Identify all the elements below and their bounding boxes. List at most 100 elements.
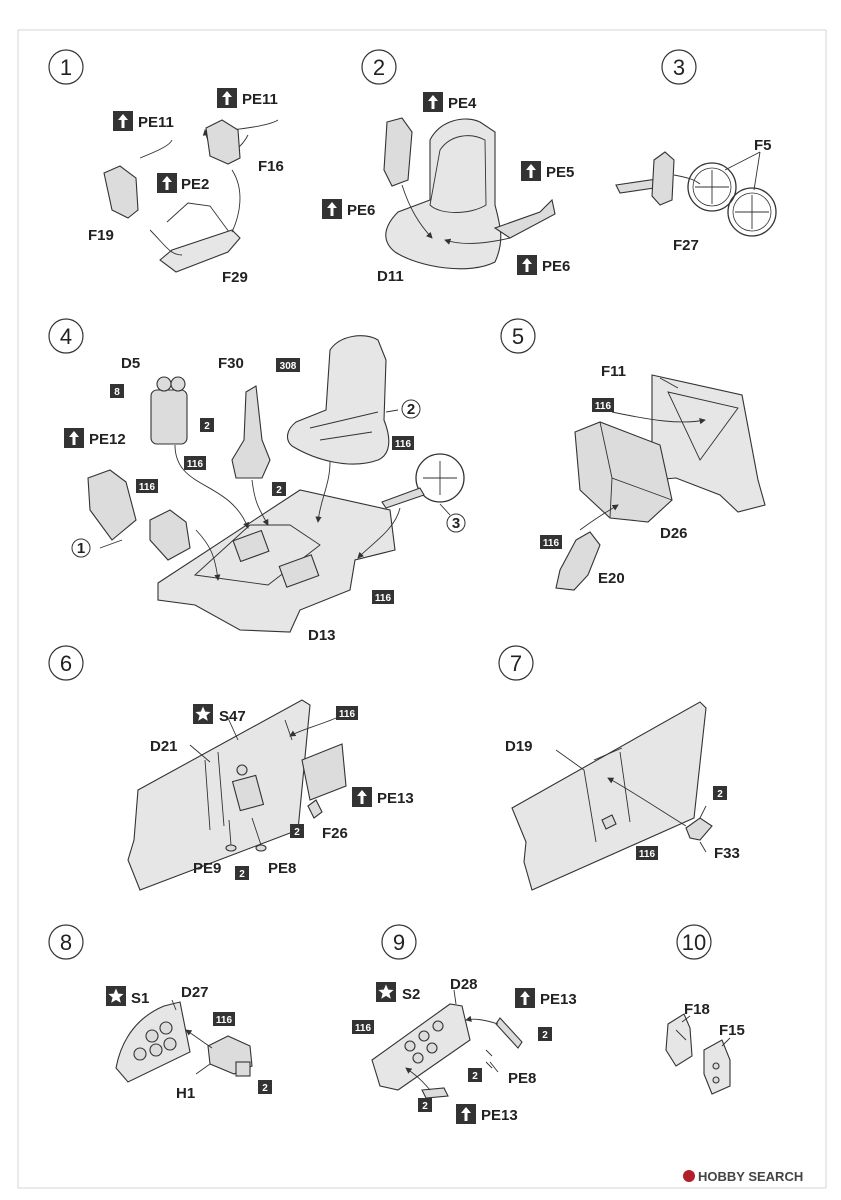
step-number-circle [381,924,417,960]
pe8-detail [485,1049,493,1069]
seat-back-inner [429,135,487,213]
paint-badge [392,436,414,450]
f26-knob [307,799,323,819]
photo-etch-icon [521,161,541,181]
f19-cushion [103,165,139,219]
label-f19: F19 [88,227,114,244]
label-pe11: PE11 [242,91,278,108]
label-d5: D5 [121,355,140,372]
badge-116: 116 [339,709,356,720]
arrow [405,1067,431,1091]
label-d19: D19 [505,738,533,755]
badge-308: 308 [280,361,297,372]
label-pe2: PE2 [181,176,209,193]
label-f16: F16 [258,158,284,175]
ref-step-1: 1 [77,540,85,557]
step-number: 6 [60,651,72,676]
label-d21: D21 [150,738,178,755]
seat-belts [309,411,379,441]
floor-center-panel [193,524,321,586]
step-1: 1 PE11 PE11 PE2 F16 F19 F29 [48,49,284,286]
label-f15: F15 [719,1022,745,1039]
photo-etch-icon [157,173,177,193]
label-f33: F33 [714,845,740,862]
step-number: 2 [373,55,385,80]
leader-line [453,989,499,1073]
paint-badge [235,866,249,880]
badge-116: 116 [375,593,392,604]
paint-badge [213,1012,235,1026]
step-number: 4 [60,324,72,349]
photo-etch-icon [423,92,443,112]
step-number-circle [361,49,397,85]
label-f26: F26 [322,825,348,842]
paint-badge [713,786,727,800]
label-pe13: PE13 [377,790,414,807]
step-number-circle [48,318,84,354]
step-number: 1 [60,55,72,80]
leader-line [673,174,701,185]
badge-8: 8 [114,387,120,398]
step-number-circle [500,318,536,354]
step-5: 5 F11 D26 E20 116 116 [500,318,766,591]
badge-116: 116 [355,1023,372,1034]
paint-badge [538,1027,552,1041]
ref-circle [446,513,466,533]
label-d27: D27 [181,984,209,1001]
label-e20: E20 [598,570,625,587]
step-number-circle [498,645,534,681]
label-f29: F29 [222,269,248,286]
photo-etch-icon [217,88,237,108]
rudder-pedal [87,469,137,541]
arrow [611,411,706,425]
label-h1: H1 [176,1085,195,1102]
step-number-circle [48,924,84,960]
panel-detail [583,747,631,843]
label-pe5: PE5 [546,164,574,181]
label-d26: D26 [660,525,688,542]
badge-2: 2 [472,1071,478,1082]
box-edges [599,421,673,519]
paint-badge [336,706,358,720]
decal-star-icon [376,982,396,1002]
badge-116: 116 [139,482,156,493]
handwheel [415,453,465,503]
d13-floor [157,489,396,633]
paint-badge [468,1068,482,1082]
leader-line [171,999,211,1075]
label-pe9: PE9 [193,860,221,877]
paint-badge [276,358,300,372]
badge-2: 2 [717,789,723,800]
step-number: 7 [510,651,522,676]
watermark: HOBBY SEARCH [683,1169,803,1184]
decal-star-icon [106,986,126,1006]
d5-bottles [150,389,188,445]
paint-badge [110,384,124,398]
pe8-part [255,844,267,852]
step-number: 8 [60,930,72,955]
step-4: 4 D5 F30 PE12 D1 [48,318,466,644]
paint-badge [636,846,658,860]
badge-2: 2 [542,1030,548,1041]
photo-etch-icon [456,1104,476,1124]
f30-stick [231,385,271,479]
pe4-shoulder-belt [383,117,413,187]
bulkhead-recess [667,391,739,461]
e20-duct [555,531,601,591]
label-pe8: PE8 [508,1070,536,1087]
leader-line [189,717,262,846]
f5-wheel [727,187,777,237]
badge-116: 116 [395,439,412,450]
floor-grille [232,529,270,563]
label-f18: F18 [684,1001,710,1018]
badge-2: 2 [204,421,210,432]
label-f11: F11 [601,363,626,380]
d19-side-panel [511,701,707,891]
photo-etch-icon [322,199,342,219]
arrow [357,507,401,559]
label-d28: D28 [450,976,478,993]
decal-star-icon [193,704,213,724]
pe11-strap-right [229,119,279,131]
